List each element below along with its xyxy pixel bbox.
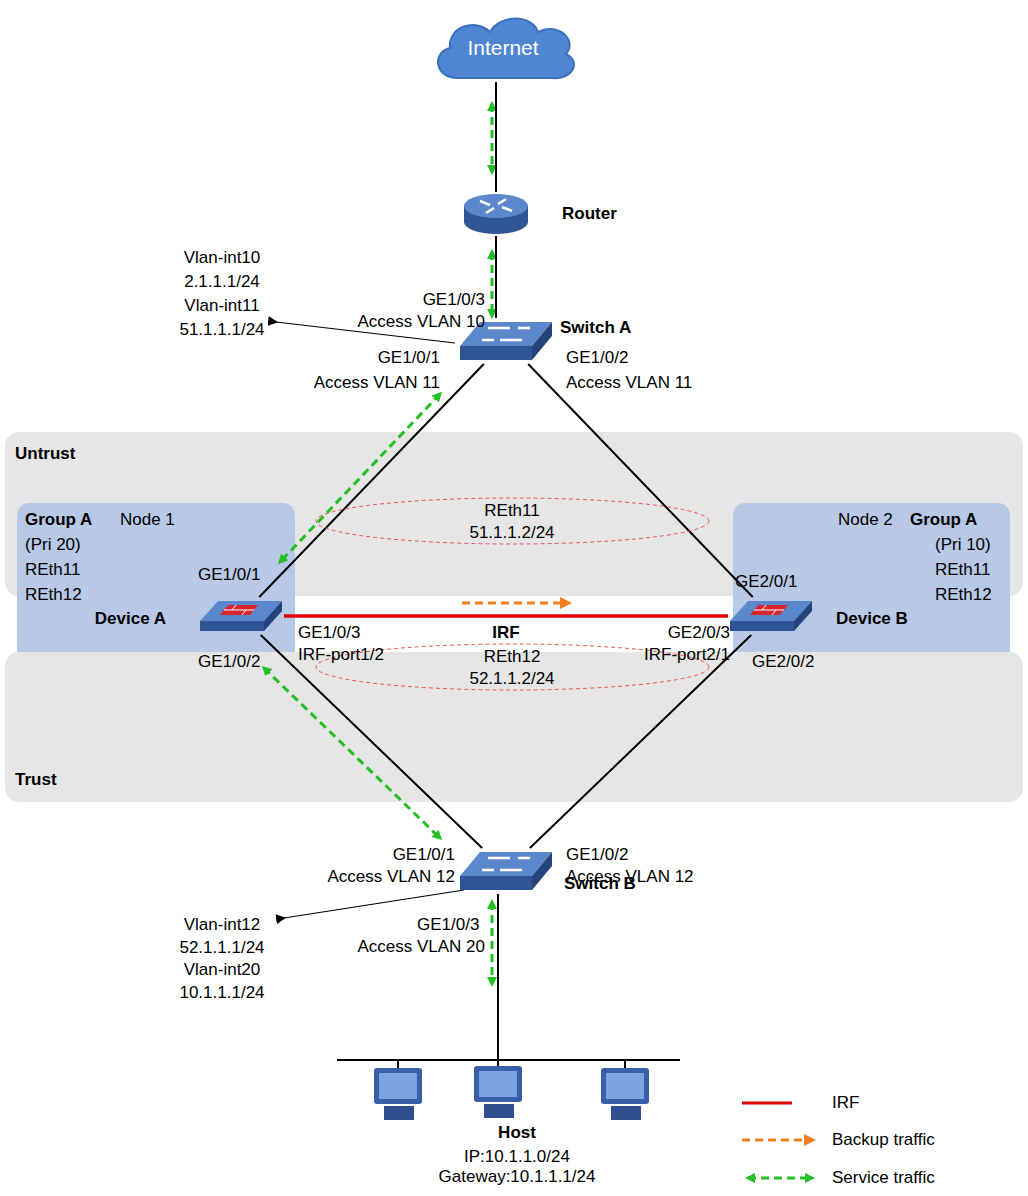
node-text: REth11 xyxy=(935,560,990,580)
node-text: Node 2 xyxy=(838,510,893,530)
pc-shape xyxy=(470,1066,526,1120)
node-text: Trust xyxy=(15,770,57,790)
port-label: GE1/0/1 xyxy=(378,348,440,368)
node-text: 51.1.1.2/24 xyxy=(469,523,554,543)
port-label: GE1/0/3 xyxy=(417,915,479,935)
link-line xyxy=(528,364,753,597)
node-text: Node 1 xyxy=(120,510,175,530)
port-label: Access VLAN 20 xyxy=(357,937,485,957)
node-text: Internet xyxy=(467,38,538,58)
edge-label: IRF xyxy=(492,623,519,643)
fw-shape xyxy=(728,597,814,635)
port-label: GE1/0/2 xyxy=(566,348,628,368)
irf-link xyxy=(284,614,728,618)
node-text: Group A xyxy=(25,510,92,530)
port-label: Vlan-int10 xyxy=(184,248,261,268)
port-label: Vlan-int20 xyxy=(184,960,261,980)
computer-icon xyxy=(601,1068,649,1120)
node-text: REth12 xyxy=(935,585,992,605)
legend-samples xyxy=(742,1103,812,1178)
node-text: 52.1.1.2/24 xyxy=(469,669,554,689)
node-text: Switch A xyxy=(560,318,631,338)
host-computer: HostIP:10.1.1.0/24Gateway:10.1.1.1/24 xyxy=(470,1066,526,1120)
switch-icon: Switch B xyxy=(458,848,554,894)
port-label: GE1/0/3 xyxy=(423,290,485,310)
router-icon: Router xyxy=(462,192,530,236)
firewall-icon: Device A xyxy=(198,597,284,635)
port-label: GE1/0/2 xyxy=(198,652,260,672)
node-text: REth11 xyxy=(484,501,539,521)
switch-shape xyxy=(458,848,554,894)
node-text: (Pri 20) xyxy=(25,535,81,555)
zone-fill xyxy=(5,652,1023,802)
port-label: Access VLAN 10 xyxy=(357,312,485,332)
port-label: 2.1.1.1/24 xyxy=(184,272,260,292)
link-line xyxy=(259,364,484,597)
node-text: Gateway:10.1.1.1/24 xyxy=(439,1167,596,1187)
port-label: Access VLAN 12 xyxy=(566,867,694,887)
legend-text: Backup traffic xyxy=(832,1130,935,1150)
lan-bus xyxy=(337,1059,680,1061)
port-label: 51.1.1.1/24 xyxy=(179,320,264,340)
node-text: REth11 xyxy=(25,560,80,580)
node-text: REth12 xyxy=(484,647,541,667)
node-text: Host xyxy=(498,1123,536,1143)
link-line xyxy=(530,635,751,848)
service-traffic-arrows xyxy=(264,104,492,984)
firewall-icon: Device B xyxy=(728,597,814,635)
legend-text: IRF xyxy=(832,1093,859,1113)
node-text: Untrust xyxy=(15,444,75,464)
node-text: Device A xyxy=(95,609,166,629)
port-label: Vlan-int12 xyxy=(184,915,261,935)
port-label: GE1/0/2 xyxy=(566,845,628,865)
node-text: Group A xyxy=(910,510,977,530)
port-label: GE1/0/3 xyxy=(298,623,360,643)
node-text: Router xyxy=(562,204,617,224)
port-label: GE1/0/1 xyxy=(198,565,260,585)
link-line xyxy=(261,635,482,848)
port-label: GE2/0/2 xyxy=(752,652,814,672)
node-text: REth12 xyxy=(25,585,82,605)
router-shape xyxy=(462,192,530,236)
leader-line xyxy=(284,890,464,918)
computer-icon xyxy=(374,1068,422,1120)
fw-shape xyxy=(198,597,284,635)
port-label: 10.1.1.1/24 xyxy=(179,983,264,1003)
node-text: Device B xyxy=(836,609,908,629)
node-box: Group A Node 1 (Pri 20) REth11REth12Device … xyxy=(17,503,295,725)
port-label: GE2/0/1 xyxy=(735,572,797,592)
node-text: IP:10.1.1.0/24 xyxy=(464,1147,570,1167)
legend-text: Service traffic xyxy=(832,1168,935,1188)
node-box: Node 2 Group A (Pri 10) REth11REth12Device … xyxy=(733,503,1010,725)
port-label: IRF-port2/1 xyxy=(644,645,730,665)
link-line xyxy=(497,894,499,1066)
reth-group: REth1151.1.1.2/24 xyxy=(315,497,710,545)
port-label: 52.1.1.1/24 xyxy=(179,938,264,958)
backup-traffic-arrow xyxy=(462,602,568,605)
port-label: GE2/0/3 xyxy=(668,623,730,643)
port-label: Access VLAN 11 xyxy=(314,373,440,393)
port-label: Access VLAN 11 xyxy=(566,373,692,393)
port-label: Access VLAN 12 xyxy=(327,867,455,887)
node-text: (Pri 10) xyxy=(935,535,991,555)
link-line xyxy=(495,236,497,318)
internet-cloud: Internet xyxy=(428,12,578,82)
port-label: IRF-port1/2 xyxy=(298,645,384,665)
port-label: GE1/0/1 xyxy=(393,845,455,865)
port-label: Vlan-int11 xyxy=(184,296,259,316)
link-line xyxy=(495,82,497,192)
zone-band: TrustREth1252.1.1.2/24 xyxy=(5,652,1023,802)
